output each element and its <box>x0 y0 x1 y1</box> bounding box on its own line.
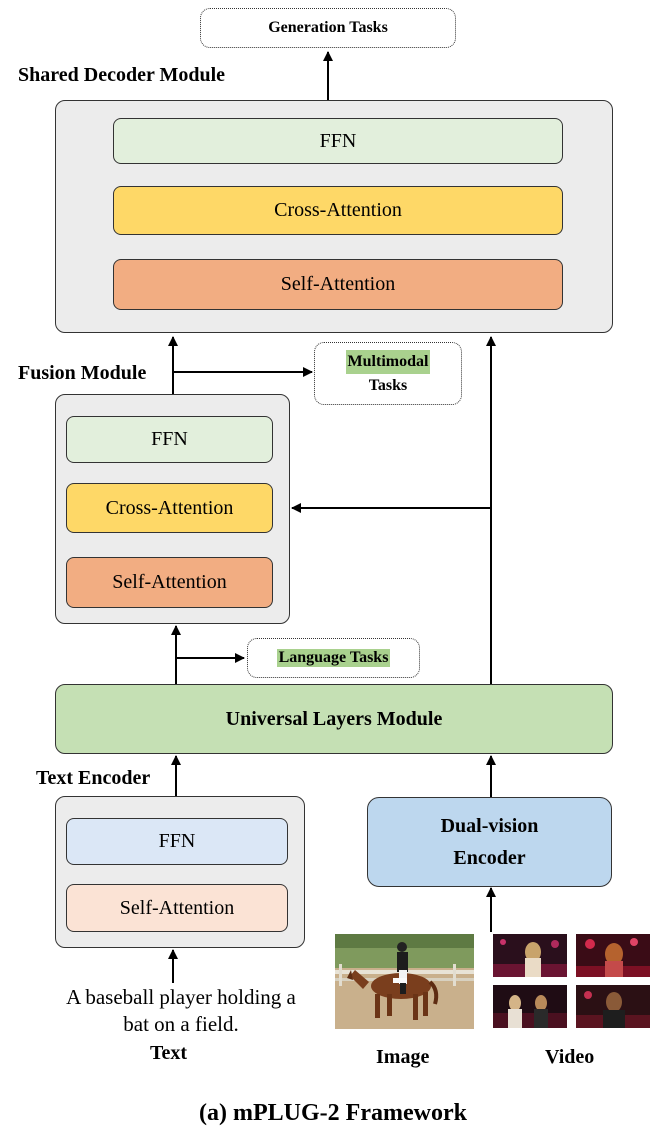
fusion-module-title: Fusion Module <box>18 362 147 384</box>
decoder-self-attention-layer: Self-Attention <box>113 259 563 310</box>
figure-caption: (a) mPLUG-2 Framework <box>199 1100 467 1126</box>
text-encoder-self-attention-layer: Self-Attention <box>66 884 288 932</box>
video-input-label: Video <box>545 1046 595 1068</box>
dual-vision-encoder: Dual-vision Encoder <box>367 797 612 887</box>
video-frame-3-picture <box>493 985 567 1028</box>
multimodal-tasks-label-line1: Multimodal <box>345 349 431 374</box>
fusion-self-attention-layer: Self-Attention <box>66 557 273 608</box>
shared-decoder-title: Shared Decoder Module <box>18 64 226 86</box>
multimodal-tasks-box: Multimodal Tasks <box>314 342 462 405</box>
language-tasks-label: Language Tasks <box>276 649 391 667</box>
horse-rider-picture <box>335 934 474 1029</box>
text-encoder-ffn-layer: FFN <box>66 818 288 865</box>
decoder-ffn-layer: FFN <box>113 118 563 164</box>
video-frame-2 <box>576 934 650 977</box>
language-tasks-box: Language Tasks <box>247 638 420 678</box>
dual-vision-label-line2: Encoder <box>453 847 526 869</box>
video-frame-4 <box>576 985 650 1028</box>
video-frame-2-picture <box>576 934 650 977</box>
fusion-ffn-layer: FFN <box>66 416 273 463</box>
generation-tasks-label: Generation Tasks <box>268 19 388 36</box>
image-input-label: Image <box>376 1046 430 1068</box>
text-input-caption-line1: A baseball player holding a <box>66 985 296 1009</box>
text-input-label: Text <box>150 1042 188 1064</box>
universal-layers-module: Universal Layers Module <box>55 684 613 754</box>
multimodal-tasks-label-line2: Tasks <box>368 376 408 394</box>
decoder-cross-attention-layer: Cross-Attention <box>113 186 563 235</box>
video-frame-1 <box>493 934 567 977</box>
text-encoder-title: Text Encoder <box>36 767 151 789</box>
fusion-cross-attention-layer: Cross-Attention <box>66 483 273 533</box>
dual-vision-label-line1: Dual-vision <box>440 815 539 837</box>
generation-tasks-box: Generation Tasks <box>200 8 456 48</box>
text-input-caption-line2: bat on a field. <box>123 1012 239 1036</box>
video-frame-3 <box>493 985 567 1028</box>
video-frame-4-picture <box>576 985 650 1028</box>
image-input-thumbnail <box>335 934 474 1029</box>
text-input-caption: A baseball player holding a bat on a fie… <box>52 984 310 1038</box>
universal-layers-label: Universal Layers Module <box>225 707 443 730</box>
video-frame-1-picture <box>493 934 567 977</box>
